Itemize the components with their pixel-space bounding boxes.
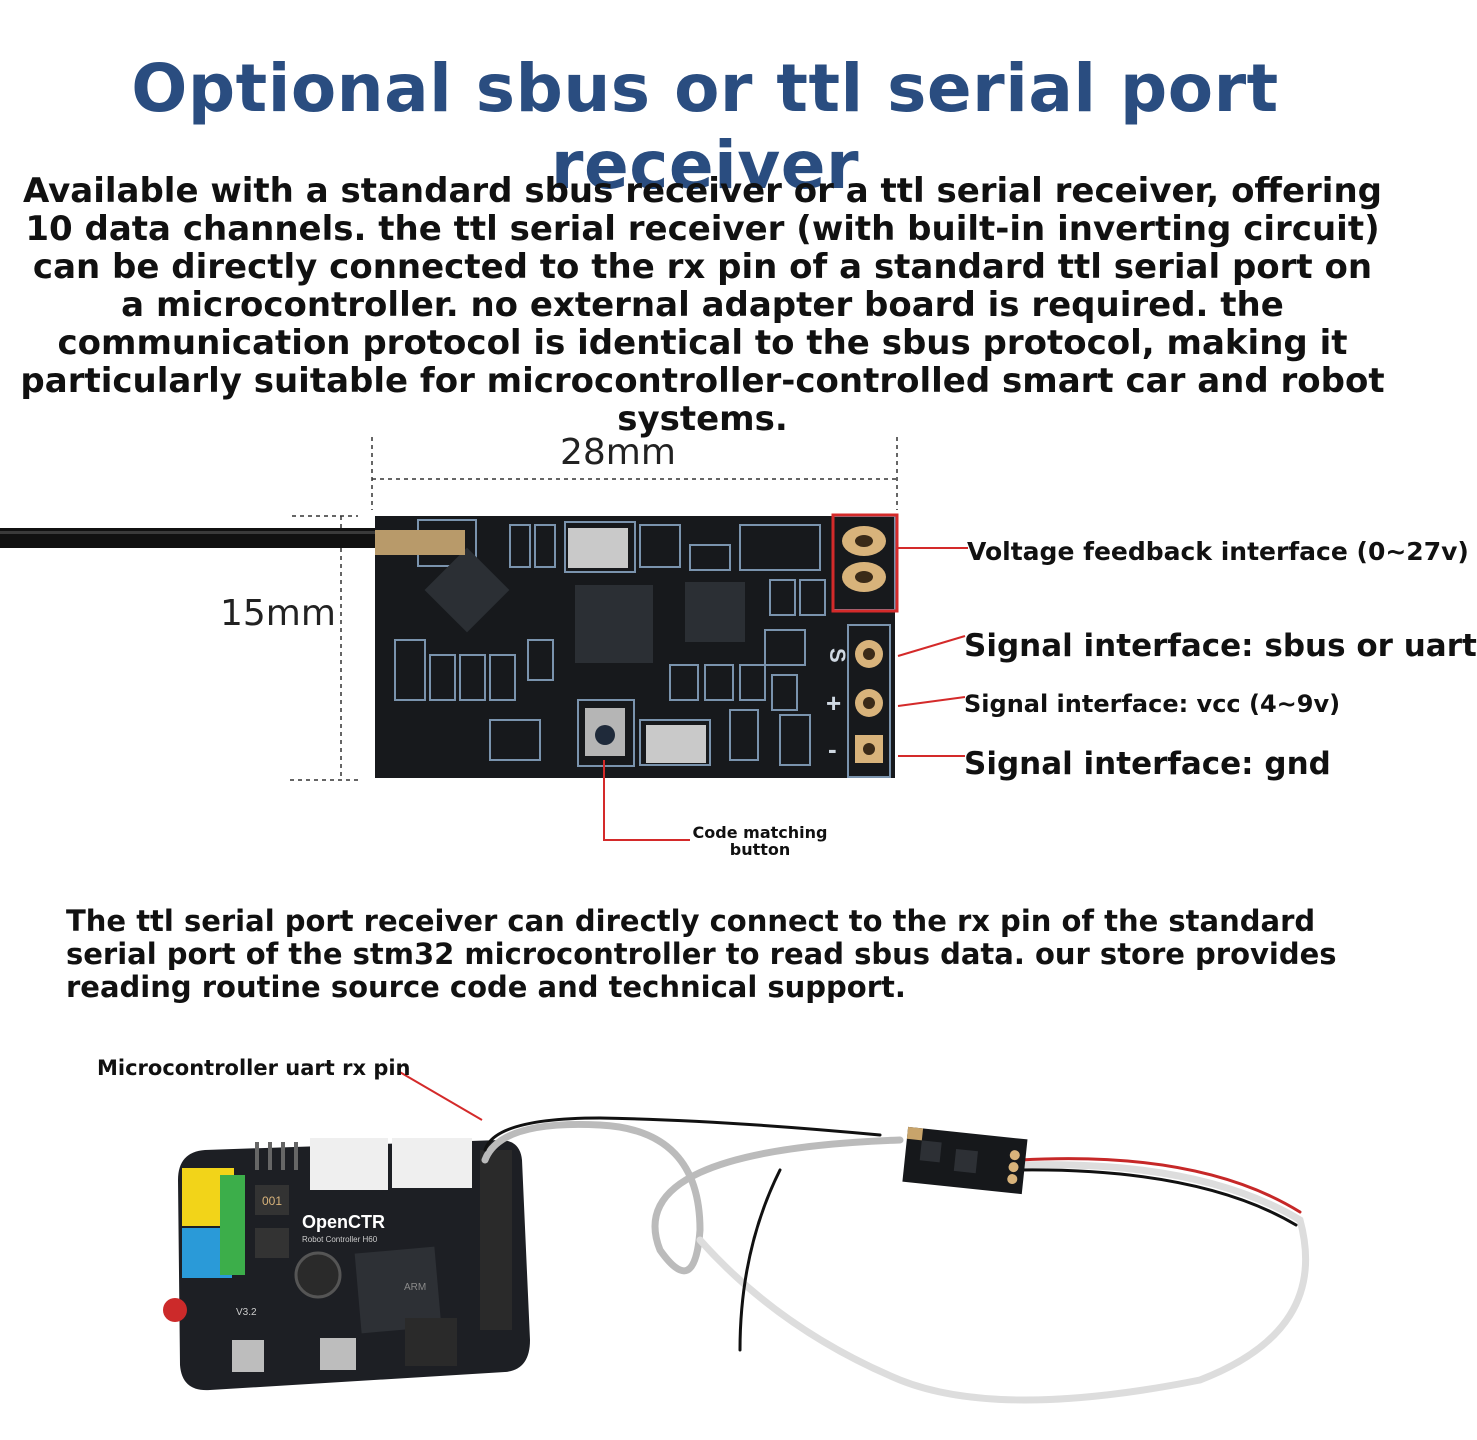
- crystal-bottom: [646, 725, 706, 763]
- height-dimension-label: 15mm: [220, 593, 336, 634]
- capacitor-label: 001: [262, 1194, 282, 1208]
- rf-chip: [424, 547, 510, 633]
- white-header-left: [310, 1138, 388, 1190]
- voltage-feedback-label: Voltage feedback interface (0~27v): [967, 537, 1469, 566]
- receiver-photo: [902, 1126, 1028, 1195]
- capacitor-1: [255, 1185, 289, 1215]
- board-version: V3.2: [236, 1307, 257, 1318]
- rx-pin-label: Microcontroller uart rx pin: [97, 1056, 411, 1080]
- receiver-diagram: S + -: [0, 437, 968, 841]
- usb-c-port-2: [320, 1338, 356, 1370]
- intro-paragraph: Available with a standard sbus receiver …: [20, 171, 1385, 439]
- width-dimension-label: 28mm: [560, 432, 676, 473]
- aux-chip: [685, 582, 745, 642]
- white-header-right: [392, 1138, 472, 1188]
- controller-board: 001 OpenCTR Robot Controller H60 ARM V3.…: [163, 1138, 530, 1391]
- capacitor-2: [255, 1228, 289, 1258]
- power-switch: [163, 1298, 187, 1322]
- antenna-connector: [375, 530, 465, 555]
- usb-c-port-1: [232, 1340, 264, 1372]
- voltage-highlight-box: [831, 513, 899, 613]
- rx-pin-pointer: [397, 1070, 483, 1121]
- chip-label: ARM: [404, 1282, 426, 1293]
- pin-mark-gnd: -: [828, 734, 837, 764]
- gnd-interface-label: Signal interface: gnd: [964, 746, 1331, 782]
- pin-header-bottom: [405, 1318, 457, 1366]
- pin-mark-signal: S: [825, 648, 850, 663]
- crystal-top: [568, 528, 628, 568]
- mcu-chip: [575, 585, 653, 663]
- board-name: OpenCTR: [302, 1212, 385, 1232]
- pin-header-right: [480, 1150, 512, 1330]
- arm-chip: [354, 1246, 442, 1334]
- wiring-photo: 001 OpenCTR Robot Controller H60 ARM V3.…: [163, 1070, 1310, 1404]
- antenna-cable: [0, 528, 380, 548]
- wires: [481, 1116, 1310, 1404]
- dimension-guides: [290, 437, 898, 781]
- buzzer: [294, 1251, 342, 1299]
- signal-interface-label: Signal interface: sbus or uart: [964, 628, 1477, 664]
- board-subtitle: Robot Controller H60: [302, 1235, 378, 1244]
- page-title: Optional sbus or ttl serial port receive…: [131, 50, 1279, 204]
- receiver-pcb: S + -: [375, 513, 899, 778]
- vcc-interface-label: Signal interface: vcc (4~9v): [964, 690, 1341, 718]
- green-terminal: [220, 1175, 245, 1275]
- usage-note: The ttl serial port receiver can directl…: [66, 904, 1337, 1004]
- callout-lines: [603, 547, 968, 841]
- pairing-button-cap[interactable]: [595, 725, 615, 745]
- code-matching-button-label: Code matching button: [692, 823, 828, 859]
- pin-mark-vcc: +: [826, 688, 841, 718]
